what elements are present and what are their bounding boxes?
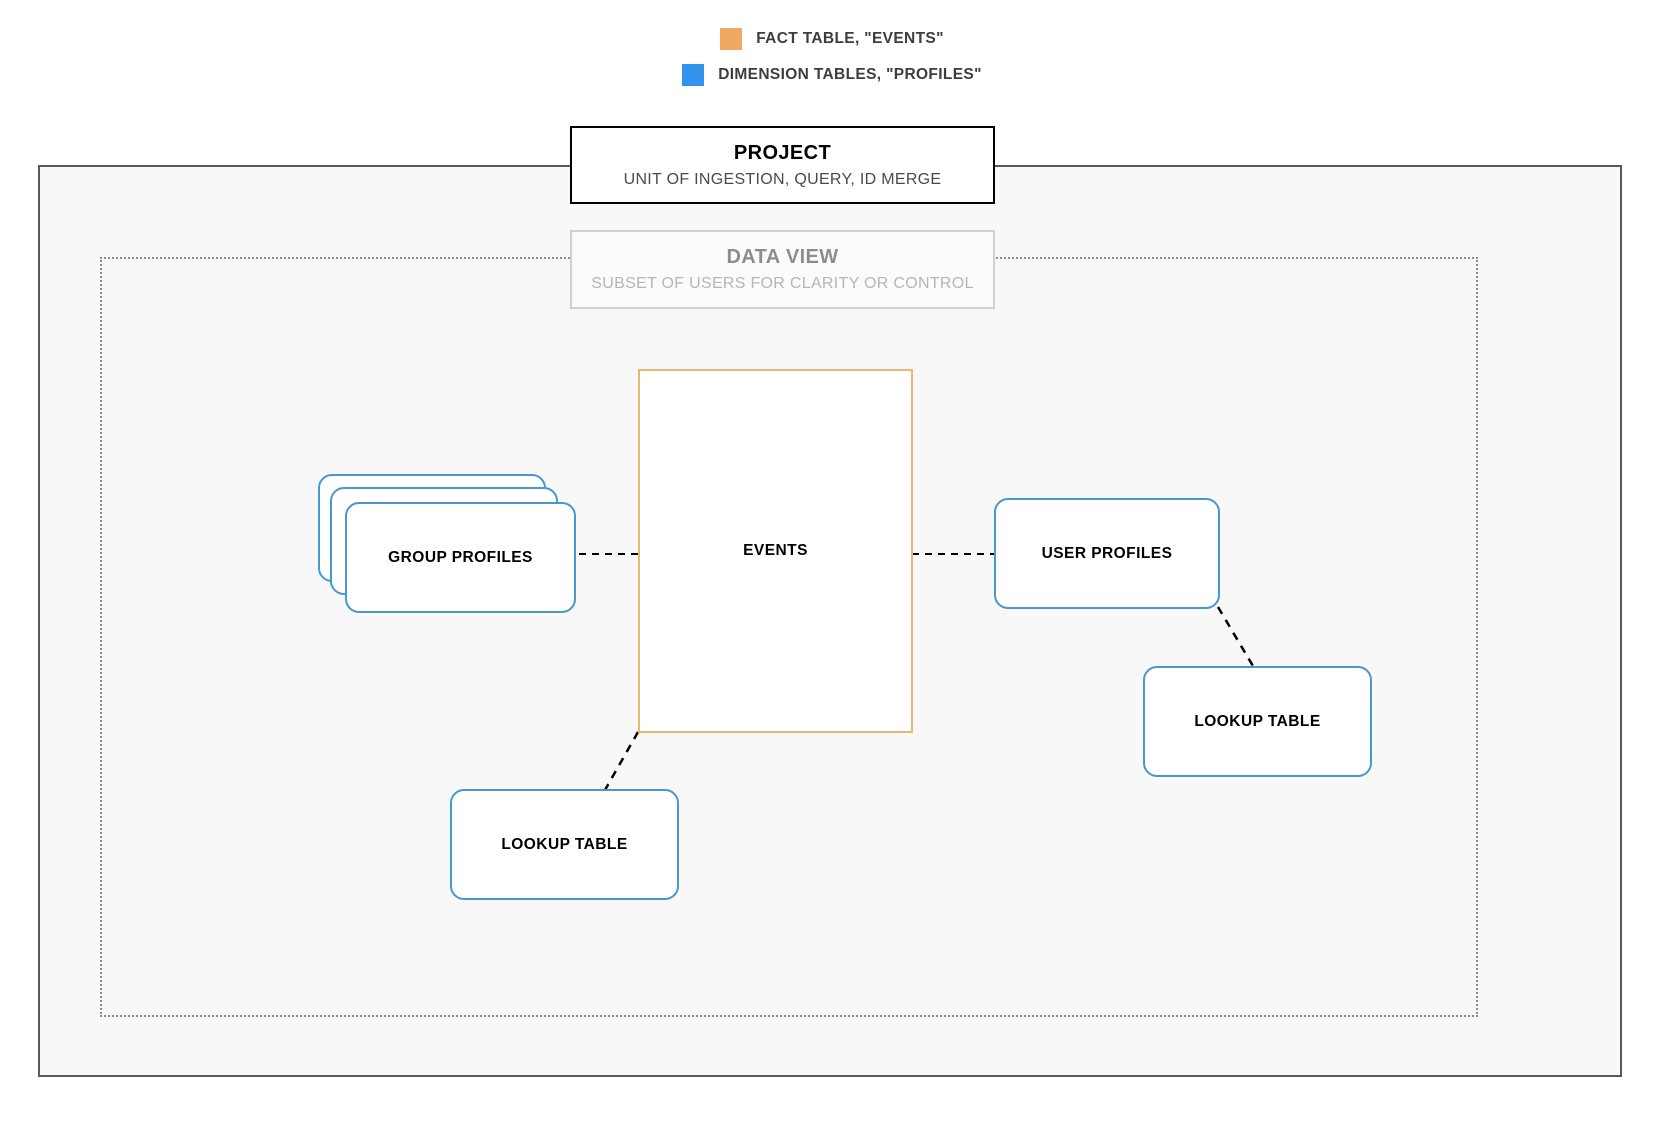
legend-item-dimension-tables: DIMENSION TABLES, "PROFILES"	[682, 64, 982, 86]
project-subtitle: UNIT OF INGESTION, QUERY, ID MERGE	[623, 170, 942, 188]
group-profiles-stack-layer-front: GROUP PROFILES	[345, 502, 576, 613]
data-view-card: DATA VIEW SUBSET OF USERS FOR CLARITY OR…	[570, 230, 995, 309]
project-title: PROJECT	[733, 141, 832, 164]
node-group-profiles[interactable]: GROUP PROFILES	[318, 474, 578, 614]
data-view-title: DATA VIEW	[726, 246, 839, 268]
node-lookup-table-right-label: LOOKUP TABLE	[1194, 712, 1321, 730]
orange-square-swatch	[720, 28, 743, 50]
legend: FACT TABLE, "EVENTS" DIMENSION TABLES, "…	[0, 28, 1664, 86]
project-card: PROJECT UNIT OF INGESTION, QUERY, ID MER…	[570, 126, 995, 204]
legend-item-label: DIMENSION TABLES, "PROFILES"	[718, 66, 982, 83]
node-events-label: EVENTS	[743, 542, 808, 559]
node-lookup-table-right[interactable]: LOOKUP TABLE	[1143, 666, 1372, 777]
node-events[interactable]: EVENTS	[638, 369, 913, 733]
legend-item-fact-table: FACT TABLE, "EVENTS"	[720, 28, 944, 50]
node-lookup-table-left-label: LOOKUP TABLE	[501, 835, 628, 853]
node-user-profiles[interactable]: USER PROFILES	[994, 498, 1220, 609]
node-user-profiles-label: USER PROFILES	[1041, 544, 1173, 562]
data-view-subtitle: SUBSET OF USERS FOR CLARITY OR CONTROL	[591, 275, 974, 292]
node-lookup-table-left[interactable]: LOOKUP TABLE	[450, 789, 679, 900]
blue-square-swatch	[682, 64, 705, 86]
node-group-profiles-label: GROUP PROFILES	[388, 548, 533, 566]
legend-item-label: FACT TABLE, "EVENTS"	[756, 30, 944, 47]
